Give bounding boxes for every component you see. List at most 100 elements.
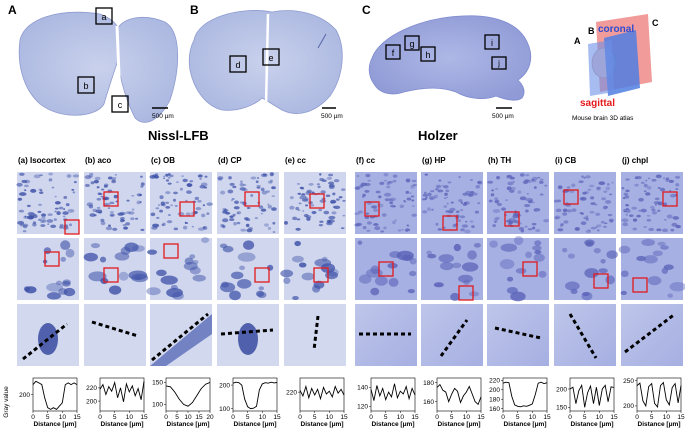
x-axis-title: Distance [μm] <box>301 421 344 428</box>
x-tick-label: 10 <box>397 414 405 421</box>
atlas-letter: B <box>588 26 595 36</box>
roi-box <box>163 243 179 259</box>
column-header: (h) TH <box>488 156 511 165</box>
roi-box-j: j <box>491 56 507 70</box>
roi-box <box>593 273 609 289</box>
profile-series <box>370 383 416 402</box>
plot-frame <box>232 377 278 412</box>
image-tile <box>84 172 146 234</box>
y-tick-label: 200 <box>86 398 97 405</box>
image-tile <box>83 238 149 300</box>
x-tick-label: 10 <box>126 414 134 421</box>
roi-box <box>103 191 119 207</box>
profile-line <box>439 319 469 357</box>
image-tile <box>84 304 146 366</box>
image-tile <box>280 238 346 301</box>
cell-texture <box>23 240 76 300</box>
roi-box <box>442 215 458 231</box>
tissue-fold <box>317 33 327 49</box>
x-tick-label: 0 <box>98 414 102 421</box>
image-tile <box>421 304 483 366</box>
roi-box <box>364 201 380 217</box>
image-tile <box>217 172 279 234</box>
roi-box-a: a <box>95 7 113 25</box>
x-tick-label: 10 <box>59 414 67 421</box>
x-tick-label: 15 <box>677 414 685 421</box>
y-tick-label: 200 <box>623 403 634 410</box>
image-tile <box>621 172 683 234</box>
profile-series <box>636 381 682 408</box>
cell-texture <box>426 242 481 301</box>
column-header: (j) chpl <box>622 156 648 165</box>
x-tick-label: 5 <box>650 414 654 421</box>
y-tick-label: 200 <box>219 382 230 389</box>
panel-letter: C <box>362 3 371 17</box>
x-axis-title: Distance [μm] <box>638 421 681 428</box>
roi-box <box>504 211 520 227</box>
roi-box <box>254 267 270 283</box>
x-axis-title: Distance [μm] <box>571 421 614 428</box>
y-tick-label: 100 <box>219 406 230 413</box>
profile-line <box>22 322 68 361</box>
roi-box <box>522 261 538 277</box>
roi-label: f <box>392 48 395 58</box>
image-tile <box>553 172 616 234</box>
y-tick-label: 200 <box>19 392 30 399</box>
cell-texture <box>16 172 80 233</box>
scale-bar-label: 500 µm <box>152 113 174 120</box>
y-tick-label: 160 <box>423 399 434 406</box>
x-tick-label: 5 <box>384 414 388 421</box>
roi-box-d: d <box>229 55 247 73</box>
image-tile <box>621 304 683 366</box>
column-header: (f) cc <box>356 156 376 165</box>
atlas-caption: Mouse brain 3D atlas <box>572 115 634 122</box>
x-tick-label: 15 <box>195 414 203 421</box>
cell-texture <box>489 236 547 302</box>
y-tick-label: 220 <box>86 385 97 392</box>
image-tile <box>217 238 279 301</box>
scale-bar-label: 500 µm <box>492 113 514 120</box>
column-header: (a) Isocortex <box>18 156 66 165</box>
roi-label: c <box>118 100 123 110</box>
x-axis-title: Distance [μm] <box>234 421 277 428</box>
x-tick-label: 0 <box>31 414 35 421</box>
y-axis-title: Gray value <box>3 386 10 418</box>
roi-box <box>179 201 195 217</box>
midline <box>115 25 123 126</box>
column-header: (e) cc <box>285 156 306 165</box>
profile-series <box>99 380 145 402</box>
roi-box-b: b <box>77 76 95 94</box>
sagittal-label: sagittal <box>580 98 615 109</box>
profile-line <box>312 315 320 351</box>
image-tile <box>217 304 279 366</box>
roi-label: b <box>83 81 88 91</box>
image-tile <box>487 172 550 234</box>
x-tick-label: 15 <box>477 414 485 421</box>
image-tile <box>618 238 685 300</box>
roi-label: g <box>409 39 414 49</box>
x-tick-label: 0 <box>369 414 373 421</box>
x-axis-title: Distance [μm] <box>372 421 415 428</box>
roi-label: a <box>101 12 106 22</box>
roi-box <box>309 193 325 209</box>
brain-section-coronal-a <box>18 11 179 123</box>
x-tick-label: 5 <box>246 414 250 421</box>
atlas-schematic: A B C coronal sagittal Mouse brain 3D at… <box>572 14 659 122</box>
image-tile <box>146 237 212 300</box>
x-axis-title: Distance [μm] <box>101 421 144 428</box>
cell-texture <box>421 173 483 234</box>
y-tick-label: 140 <box>357 385 368 392</box>
column-header: (d) CP <box>218 156 242 165</box>
x-tick-label: 10 <box>463 414 471 421</box>
panel-letter: A <box>8 3 17 17</box>
atlas-letter: C <box>652 18 659 28</box>
roi-box <box>458 285 474 301</box>
cell-texture <box>219 240 274 301</box>
x-axis-title: Distance [μm] <box>438 421 481 428</box>
x-tick-label: 10 <box>259 414 267 421</box>
